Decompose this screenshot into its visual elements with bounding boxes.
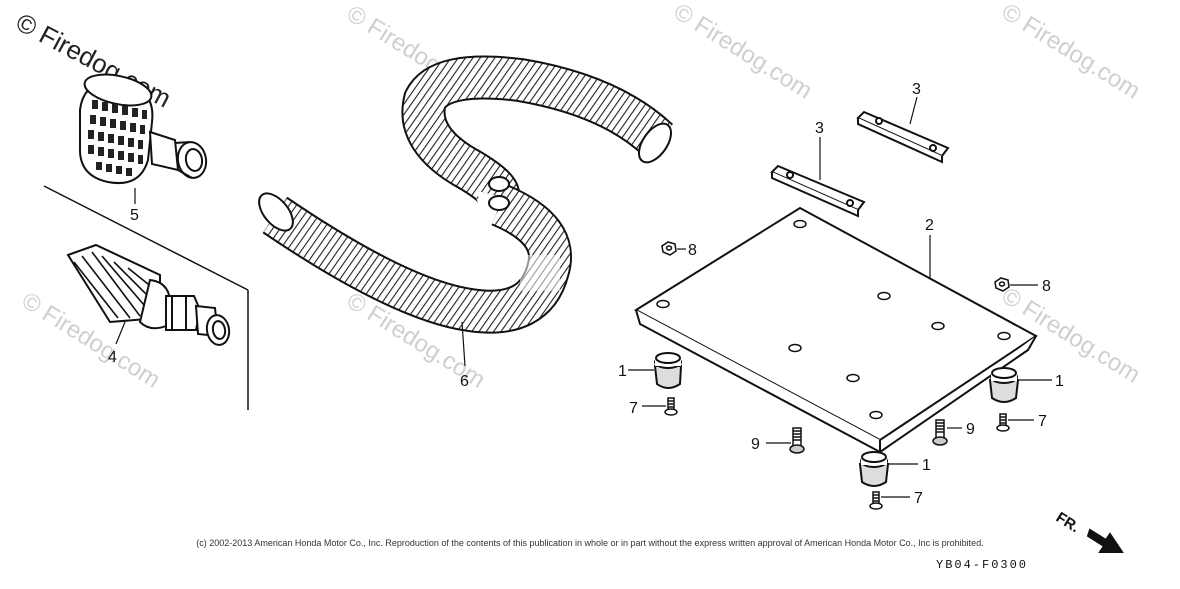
leader-4 (115, 321, 126, 345)
callout-1a: 1 (618, 363, 627, 380)
stay-strap-part-3[interactable] (856, 110, 950, 164)
callout-9a: 9 (751, 436, 760, 453)
callout-7c: 7 (914, 490, 923, 507)
strainer-part-5[interactable] (79, 69, 209, 184)
watermark: © Firedog.com (669, 0, 817, 105)
rubber-foot-part-1[interactable] (988, 367, 1020, 403)
callout-2: 2 (925, 217, 934, 234)
callout-8a: 8 (688, 242, 697, 259)
callout-4: 4 (108, 349, 117, 366)
screw-part-7[interactable] (869, 491, 883, 510)
callout-7b: 7 (1038, 413, 1047, 430)
strainer-part-4[interactable] (66, 243, 231, 347)
base-plate-part-2[interactable] (633, 206, 1038, 454)
callout-1b: 1 (1055, 373, 1064, 390)
callout-1c: 1 (922, 457, 931, 474)
leader-6 (461, 321, 466, 367)
screw-part-7[interactable] (664, 397, 678, 416)
rubber-foot-part-1[interactable] (653, 352, 683, 389)
bolt-part-9[interactable] (932, 419, 948, 446)
watermark: © Firedog.com (997, 0, 1145, 105)
screw-part-7[interactable] (996, 413, 1010, 432)
stay-strap-part-3[interactable] (770, 164, 866, 218)
copyright-notice: (c) 2002-2013 American Honda Motor Co., … (196, 538, 984, 548)
callout-6: 6 (460, 373, 469, 390)
bolt-part-9[interactable] (789, 427, 805, 454)
diagram-code: YB04-F0300 (936, 558, 1029, 572)
front-label: FR. (1053, 509, 1083, 536)
callout-3a: 3 (912, 81, 921, 98)
nut-part-8[interactable] (661, 241, 677, 256)
nut-part-8[interactable] (994, 277, 1010, 292)
callout-3b: 3 (815, 120, 824, 137)
rubber-foot-part-1[interactable] (858, 451, 890, 487)
callout-8b: 8 (1042, 278, 1051, 295)
leader-3a (909, 96, 918, 125)
group-divider (43, 185, 249, 410)
suction-hose-part-6[interactable] (253, 55, 678, 334)
callout-5: 5 (130, 207, 139, 224)
callout-7a: 7 (629, 400, 638, 417)
callout-9b: 9 (966, 421, 975, 438)
